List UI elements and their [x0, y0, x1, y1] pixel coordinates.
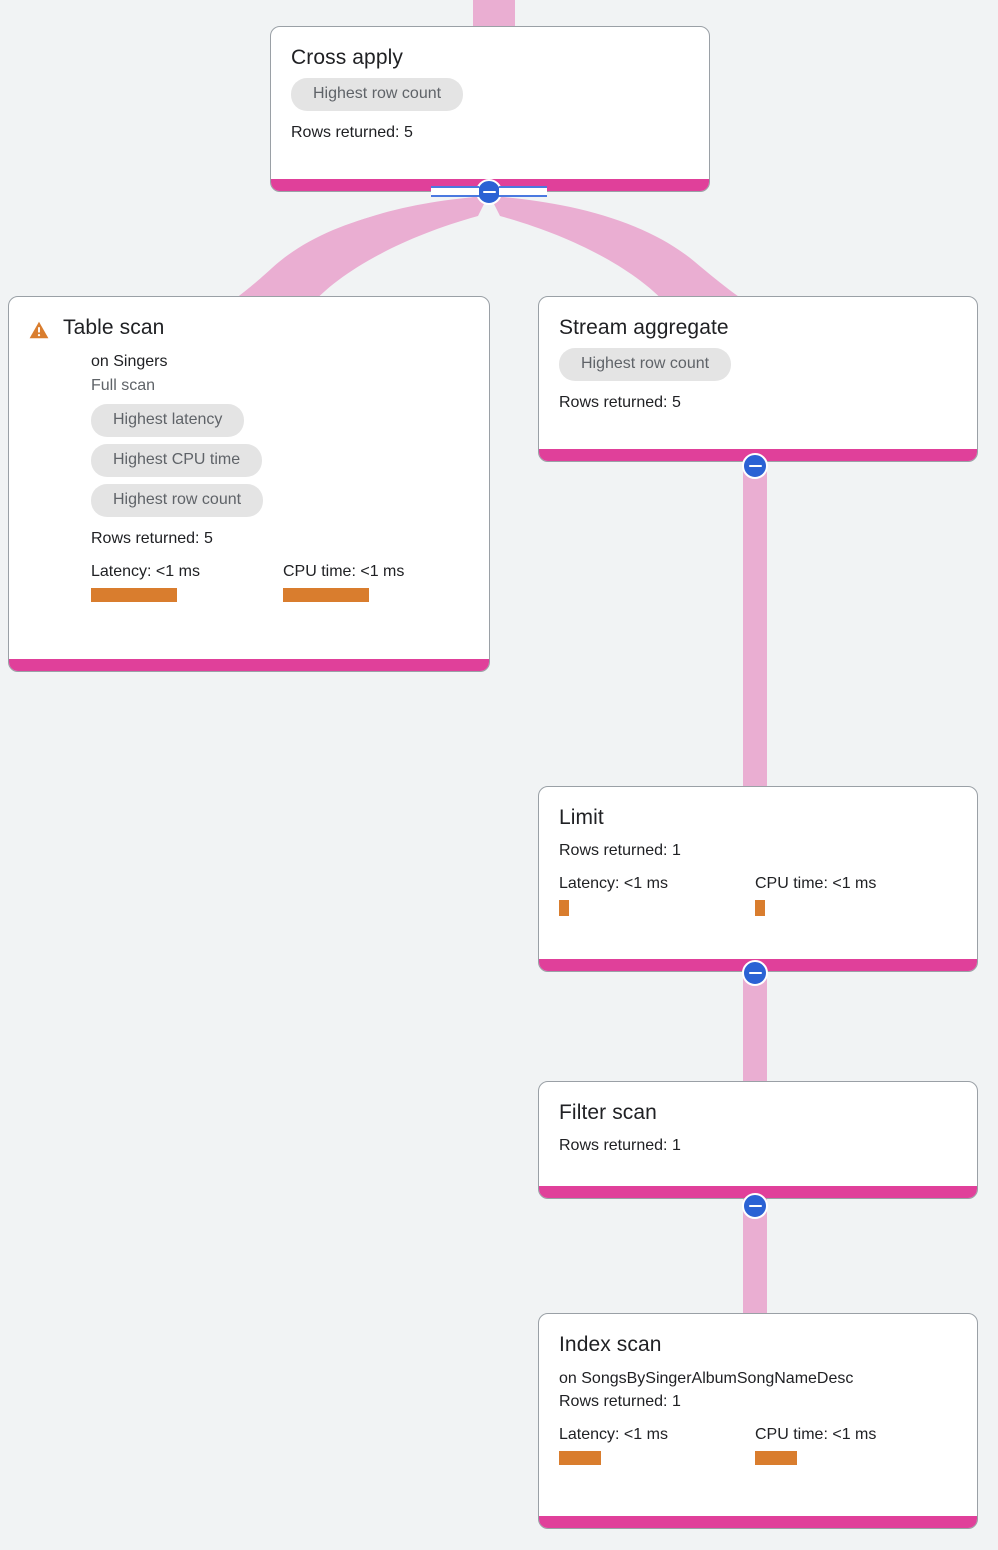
plan-node-stream-aggregate[interactable]: Stream aggregate Highest row count Rows …: [538, 296, 978, 462]
toggle-stream-aggregate[interactable]: [742, 453, 768, 479]
node-title: Limit: [559, 806, 604, 829]
node-rows-returned: Rows returned: 5: [291, 124, 413, 141]
node-body: Limit Rows returned: 1 Latency: <1 ms CP…: [539, 787, 977, 959]
metric-latency-label: Latency: <1 ms: [559, 875, 668, 892]
warning-triangle-icon: [29, 321, 49, 339]
collapse-minus-icon[interactable]: [742, 453, 768, 479]
chip-highest-latency: Highest latency: [91, 404, 245, 437]
node-header: Filter scan: [559, 1100, 957, 1126]
metric-cpu-time: CPU time: <1 ms: [755, 874, 876, 916]
metric-latency-label: Latency: <1 ms: [91, 563, 200, 580]
metric-cpu-time: CPU time: <1 ms: [283, 562, 404, 602]
node-body: Cross apply Highest row count Rows retur…: [271, 27, 709, 179]
node-title: Index scan: [559, 1333, 662, 1356]
metric-latency: Latency: <1 ms: [91, 562, 283, 602]
node-rows-returned: Rows returned: 5: [559, 394, 681, 411]
node-header: Stream aggregate: [559, 315, 957, 341]
metric-cpu-time-label: CPU time: <1 ms: [283, 563, 405, 580]
plan-node-table-scan[interactable]: Table scan on Singers Full scan Highest …: [8, 296, 490, 672]
node-accent-bar: [539, 1186, 977, 1198]
node-detail: Full scan: [91, 377, 156, 394]
chip-highest-row-count: Highest row count: [91, 484, 264, 517]
edge-cross-apply-to-stream-aggregate: [490, 196, 754, 306]
node-body: Index scan on SongsBySingerAlbumSongName…: [539, 1314, 977, 1516]
edge-inflow-to-cross-apply: [473, 0, 515, 30]
node-header: Limit: [559, 805, 957, 831]
collapse-minus-icon[interactable]: [742, 1193, 768, 1219]
node-title: Table scan: [63, 316, 165, 339]
plan-node-filter-scan[interactable]: Filter scan Rows returned: 1: [538, 1081, 978, 1199]
collapse-minus-icon[interactable]: [742, 960, 768, 986]
node-rows-returned: Rows returned: 5: [91, 530, 213, 547]
node-metrics: Latency: <1 ms CPU time: <1 ms: [559, 874, 957, 916]
metric-cpu-time-label: CPU time: <1 ms: [755, 1426, 877, 1443]
node-rows-returned: Rows returned: 1: [559, 1137, 681, 1154]
node-accent-bar: [9, 659, 489, 671]
node-title: Cross apply: [291, 46, 403, 69]
plan-node-index-scan[interactable]: Index scan on SongsBySingerAlbumSongName…: [538, 1313, 978, 1529]
edge-stream-aggregate-to-limit: [743, 460, 767, 790]
metric-latency-bar: [559, 1451, 601, 1465]
node-title: Stream aggregate: [559, 316, 729, 339]
plan-node-limit[interactable]: Limit Rows returned: 1 Latency: <1 ms CP…: [538, 786, 978, 972]
node-body: Stream aggregate Highest row count Rows …: [539, 297, 977, 449]
metric-latency: Latency: <1 ms: [559, 1425, 755, 1465]
metric-latency: Latency: <1 ms: [559, 874, 755, 916]
node-chips: Highest latency Highest CPU time Highest…: [91, 404, 469, 524]
node-chips: Highest row count: [559, 348, 957, 388]
node-metrics: Latency: <1 ms CPU time: <1 ms: [559, 1425, 957, 1465]
node-subtitle: on SongsBySingerAlbumSongNameDesc: [559, 1370, 854, 1387]
node-chips: Highest row count: [291, 78, 689, 118]
toggle-wing-right: [499, 186, 547, 197]
chip-highest-row-count: Highest row count: [559, 348, 732, 381]
node-metrics: Latency: <1 ms CPU time: <1 ms: [91, 562, 469, 602]
toggle-filter-scan[interactable]: [742, 1193, 768, 1219]
metric-latency-bar: [91, 588, 177, 602]
node-body: Filter scan Rows returned: 1: [539, 1082, 977, 1186]
metric-cpu-time-bar: [755, 900, 765, 916]
metric-latency-bar: [559, 900, 569, 916]
metric-latency-label: Latency: <1 ms: [559, 1426, 668, 1443]
metric-cpu-time: CPU time: <1 ms: [755, 1425, 876, 1465]
metric-cpu-time-label: CPU time: <1 ms: [755, 875, 877, 892]
node-subtitle: on Singers: [91, 353, 168, 370]
edge-cross-apply-to-table-scan-fill: [224, 196, 488, 306]
node-header: Cross apply: [291, 45, 689, 71]
metric-cpu-time-bar: [283, 588, 369, 602]
node-rows-returned: Rows returned: 1: [559, 1393, 681, 1410]
toggle-wing-left: [431, 186, 479, 197]
node-accent-bar: [539, 1516, 977, 1528]
chip-highest-cpu-time: Highest CPU time: [91, 444, 263, 477]
node-title: Filter scan: [559, 1101, 657, 1124]
node-header: Table scan: [29, 315, 469, 341]
plan-node-cross-apply[interactable]: Cross apply Highest row count Rows retur…: [270, 26, 710, 192]
node-rows-returned: Rows returned: 1: [559, 842, 681, 859]
metric-cpu-time-bar: [755, 1451, 797, 1465]
toggle-cross-apply[interactable]: [431, 179, 547, 205]
chip-highest-row-count: Highest row count: [291, 78, 464, 111]
node-header: Index scan: [559, 1332, 957, 1358]
node-body: Table scan on Singers Full scan Highest …: [9, 297, 489, 659]
toggle-limit[interactable]: [742, 960, 768, 986]
